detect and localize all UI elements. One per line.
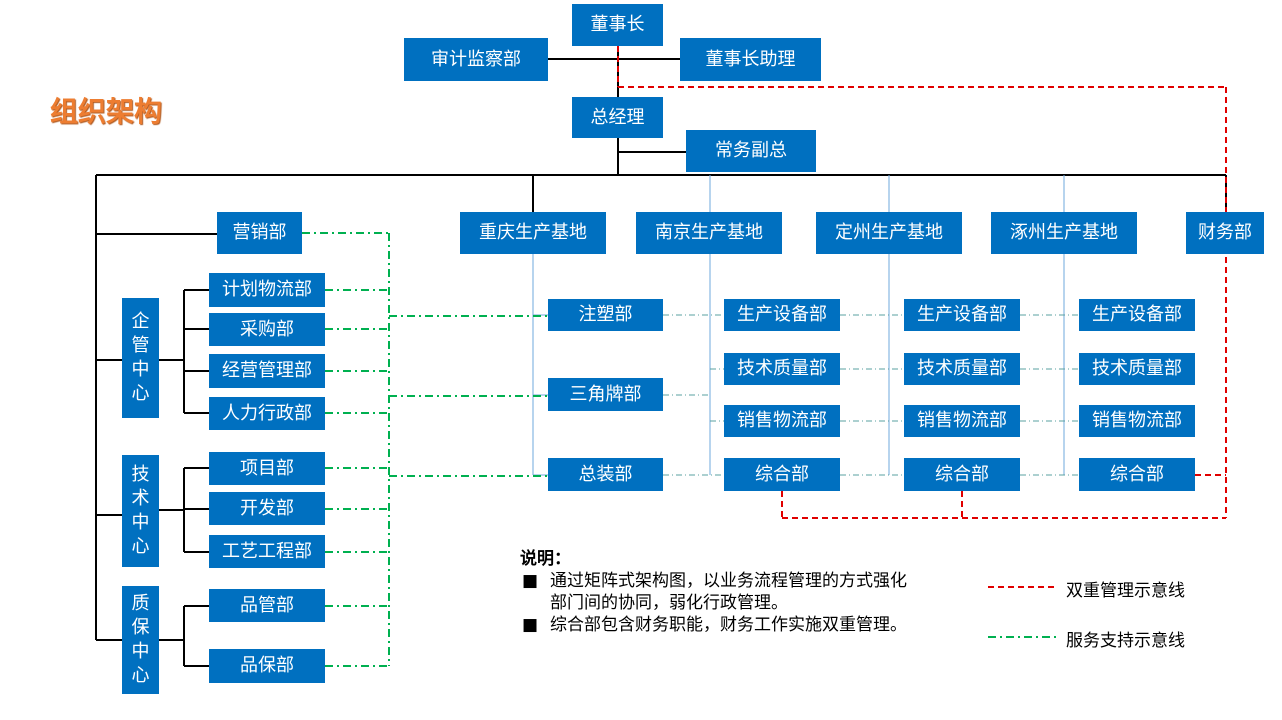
page-title: 组织架构 bbox=[50, 95, 163, 128]
note-line: 部门间的协同，弱化行政管理。 bbox=[550, 593, 788, 613]
hierarchy-lines bbox=[95, 46, 1227, 667]
box-quality-assure[interactable]: 品保部 bbox=[209, 649, 325, 683]
box-chairman-assistant[interactable]: 董事长助理 bbox=[680, 38, 821, 81]
tech-center-char: 技 bbox=[131, 464, 150, 485]
box-nj-sales-logistics[interactable]: 销售物流部 bbox=[724, 405, 840, 437]
box-business-mgmt[interactable]: 经营管理部 bbox=[209, 354, 325, 388]
box-dingzhou-base[interactable]: 定州生产基地 bbox=[816, 212, 962, 254]
box-process-eng[interactable]: 工艺工程部 bbox=[209, 535, 325, 568]
box-dz-sales-logistics[interactable]: 销售物流部 bbox=[904, 405, 1020, 437]
box-qa-center[interactable]: 质 保 中 心 bbox=[122, 586, 159, 694]
box-dz-equipment[interactable]: 生产设备部 bbox=[904, 299, 1020, 331]
box-chairman[interactable]: 董事长 bbox=[572, 4, 663, 46]
box-development[interactable]: 开发部 bbox=[209, 492, 325, 525]
qa-center-char: 心 bbox=[131, 665, 150, 686]
box-cq-triangle[interactable]: 三角牌部 bbox=[548, 378, 663, 411]
legend-service-label: 服务支持示意线 bbox=[1066, 631, 1185, 651]
bullet-icon: ■ bbox=[522, 571, 539, 591]
enterprise-center-char: 心 bbox=[131, 383, 150, 404]
tech-center-char: 中 bbox=[131, 512, 150, 533]
box-nj-general[interactable]: 综合部 bbox=[724, 458, 840, 491]
box-dz-tech-quality[interactable]: 技术质量部 bbox=[904, 353, 1020, 385]
legend-dual-label: 双重管理示意线 bbox=[1066, 581, 1185, 601]
box-nj-equipment[interactable]: 生产设备部 bbox=[724, 299, 840, 331]
enterprise-center-char: 管 bbox=[131, 335, 150, 356]
qa-center-char: 保 bbox=[131, 617, 150, 638]
box-finance[interactable]: 财务部 bbox=[1186, 212, 1264, 254]
box-purchasing[interactable]: 采购部 bbox=[209, 313, 325, 346]
qa-center-char: 中 bbox=[131, 641, 150, 662]
tech-center-char: 术 bbox=[131, 488, 150, 509]
box-chongqing-base[interactable]: 重庆生产基地 bbox=[460, 212, 606, 254]
box-cq-assembly[interactable]: 总装部 bbox=[548, 458, 663, 491]
box-nj-tech-quality[interactable]: 技术质量部 bbox=[724, 353, 840, 385]
box-zz-equipment[interactable]: 生产设备部 bbox=[1079, 299, 1195, 331]
box-hr-admin[interactable]: 人力行政部 bbox=[209, 397, 325, 430]
enterprise-center-char: 中 bbox=[131, 359, 150, 380]
note-item: ■ 通过矩阵式架构图，以业务流程管理的方式强化 部门间的协同，弱化行政管理。 bbox=[520, 570, 907, 614]
row-lines bbox=[663, 314, 1079, 476]
box-general-manager[interactable]: 总经理 bbox=[572, 97, 663, 138]
notes-section: 说明： ■ 通过矩阵式架构图，以业务流程管理的方式强化 部门间的协同，弱化行政管… bbox=[520, 548, 907, 636]
box-marketing[interactable]: 营销部 bbox=[217, 212, 302, 254]
box-dz-general[interactable]: 综合部 bbox=[904, 458, 1020, 491]
service-support-lines bbox=[302, 232, 548, 667]
box-nanjing-base[interactable]: 南京生产基地 bbox=[636, 212, 782, 254]
box-cq-injection[interactable]: 注塑部 bbox=[548, 299, 663, 331]
box-zz-general[interactable]: 综合部 bbox=[1079, 458, 1195, 491]
dual-management-lines bbox=[617, 46, 1227, 519]
box-tech-center[interactable]: 技 术 中 心 bbox=[122, 455, 159, 567]
box-zhuozhou-base[interactable]: 涿州生产基地 bbox=[991, 212, 1137, 254]
note-line: 综合部包含财务职能，财务工作实施双重管理。 bbox=[550, 615, 907, 635]
tech-center-char: 心 bbox=[131, 536, 150, 557]
base-lines bbox=[532, 175, 1065, 476]
qa-center-char: 质 bbox=[131, 593, 150, 614]
box-vice-gm[interactable]: 常务副总 bbox=[686, 130, 816, 172]
box-quality-mgmt[interactable]: 品管部 bbox=[209, 589, 325, 622]
enterprise-center-char: 企 bbox=[131, 311, 150, 332]
box-enterprise-center[interactable]: 企 管 中 心 bbox=[122, 298, 159, 418]
bullet-icon: ■ bbox=[522, 615, 539, 635]
box-plan-logistics[interactable]: 计划物流部 bbox=[209, 273, 325, 307]
notes-heading: 说明： bbox=[520, 549, 571, 569]
box-zz-tech-quality[interactable]: 技术质量部 bbox=[1079, 353, 1195, 385]
box-project[interactable]: 项目部 bbox=[209, 452, 325, 485]
box-zz-sales-logistics[interactable]: 销售物流部 bbox=[1079, 405, 1195, 437]
note-line: 通过矩阵式架构图，以业务流程管理的方式强化 bbox=[550, 571, 907, 591]
note-item: ■ 综合部包含财务职能，财务工作实施双重管理。 bbox=[520, 614, 907, 636]
box-audit[interactable]: 审计监察部 bbox=[404, 38, 548, 81]
